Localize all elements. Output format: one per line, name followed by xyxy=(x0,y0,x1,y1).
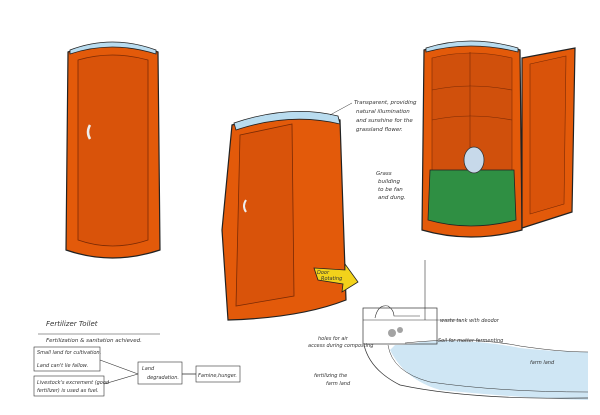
door-handle-icon xyxy=(86,124,92,140)
roof-note: and sunshine for the xyxy=(356,118,413,124)
toilet-open xyxy=(421,40,576,238)
toilet-closed-angled xyxy=(221,110,347,321)
box-famine xyxy=(195,365,241,383)
box-text: Famine,hunger. xyxy=(198,373,237,379)
squat-bowl xyxy=(463,146,485,174)
flowchart-subtitle: Fertilization & sanitation achieved. xyxy=(46,338,142,344)
box-text: Small land for cultivation. xyxy=(37,350,101,356)
waste-tank-note: waste tank with deodor xyxy=(440,318,500,324)
box-text: Land xyxy=(142,366,155,372)
green-note: Grass xyxy=(376,171,392,177)
box-text: Livestock's excrement (good xyxy=(37,380,110,386)
green-note: building xyxy=(378,179,401,185)
box-small-land xyxy=(33,346,101,372)
box-text: degradation. xyxy=(147,375,179,381)
flowchart: Fertilizer Toilet Fertilization & sanita… xyxy=(33,320,241,397)
green-floor xyxy=(427,169,517,227)
roof-note: Transparent, providing xyxy=(354,100,417,106)
roof-note: natural illumination xyxy=(356,109,410,115)
door-rotating-arrow: Door Rotating xyxy=(313,262,359,293)
door-label: Rotating xyxy=(321,276,342,282)
box-land-degradation xyxy=(137,361,183,385)
roof-note: grassland flower. xyxy=(356,127,403,133)
soil-note: Soil for matter fermenting xyxy=(438,338,503,344)
toilet-closed-front xyxy=(65,41,161,259)
air-holes-note: access during composting xyxy=(308,343,373,349)
fertilizing-note: fertilizing the xyxy=(314,373,347,379)
air-holes-note: holes for air xyxy=(318,336,349,342)
green-note: to be fan xyxy=(378,187,403,193)
green-note: and dung. xyxy=(378,195,406,201)
door-label: Door xyxy=(317,270,330,276)
fertilizing-note: farm land xyxy=(326,381,351,387)
box-text: fertilizer) is used as fuel. xyxy=(37,388,99,394)
farm-land-note: farm land xyxy=(530,360,555,366)
box-text: Land can't lie fallow. xyxy=(37,363,88,369)
box-livestock xyxy=(33,375,105,397)
door-handle-icon xyxy=(243,199,247,213)
soil-section xyxy=(362,260,589,400)
flowchart-title: Fertilizer Toilet xyxy=(46,320,98,328)
